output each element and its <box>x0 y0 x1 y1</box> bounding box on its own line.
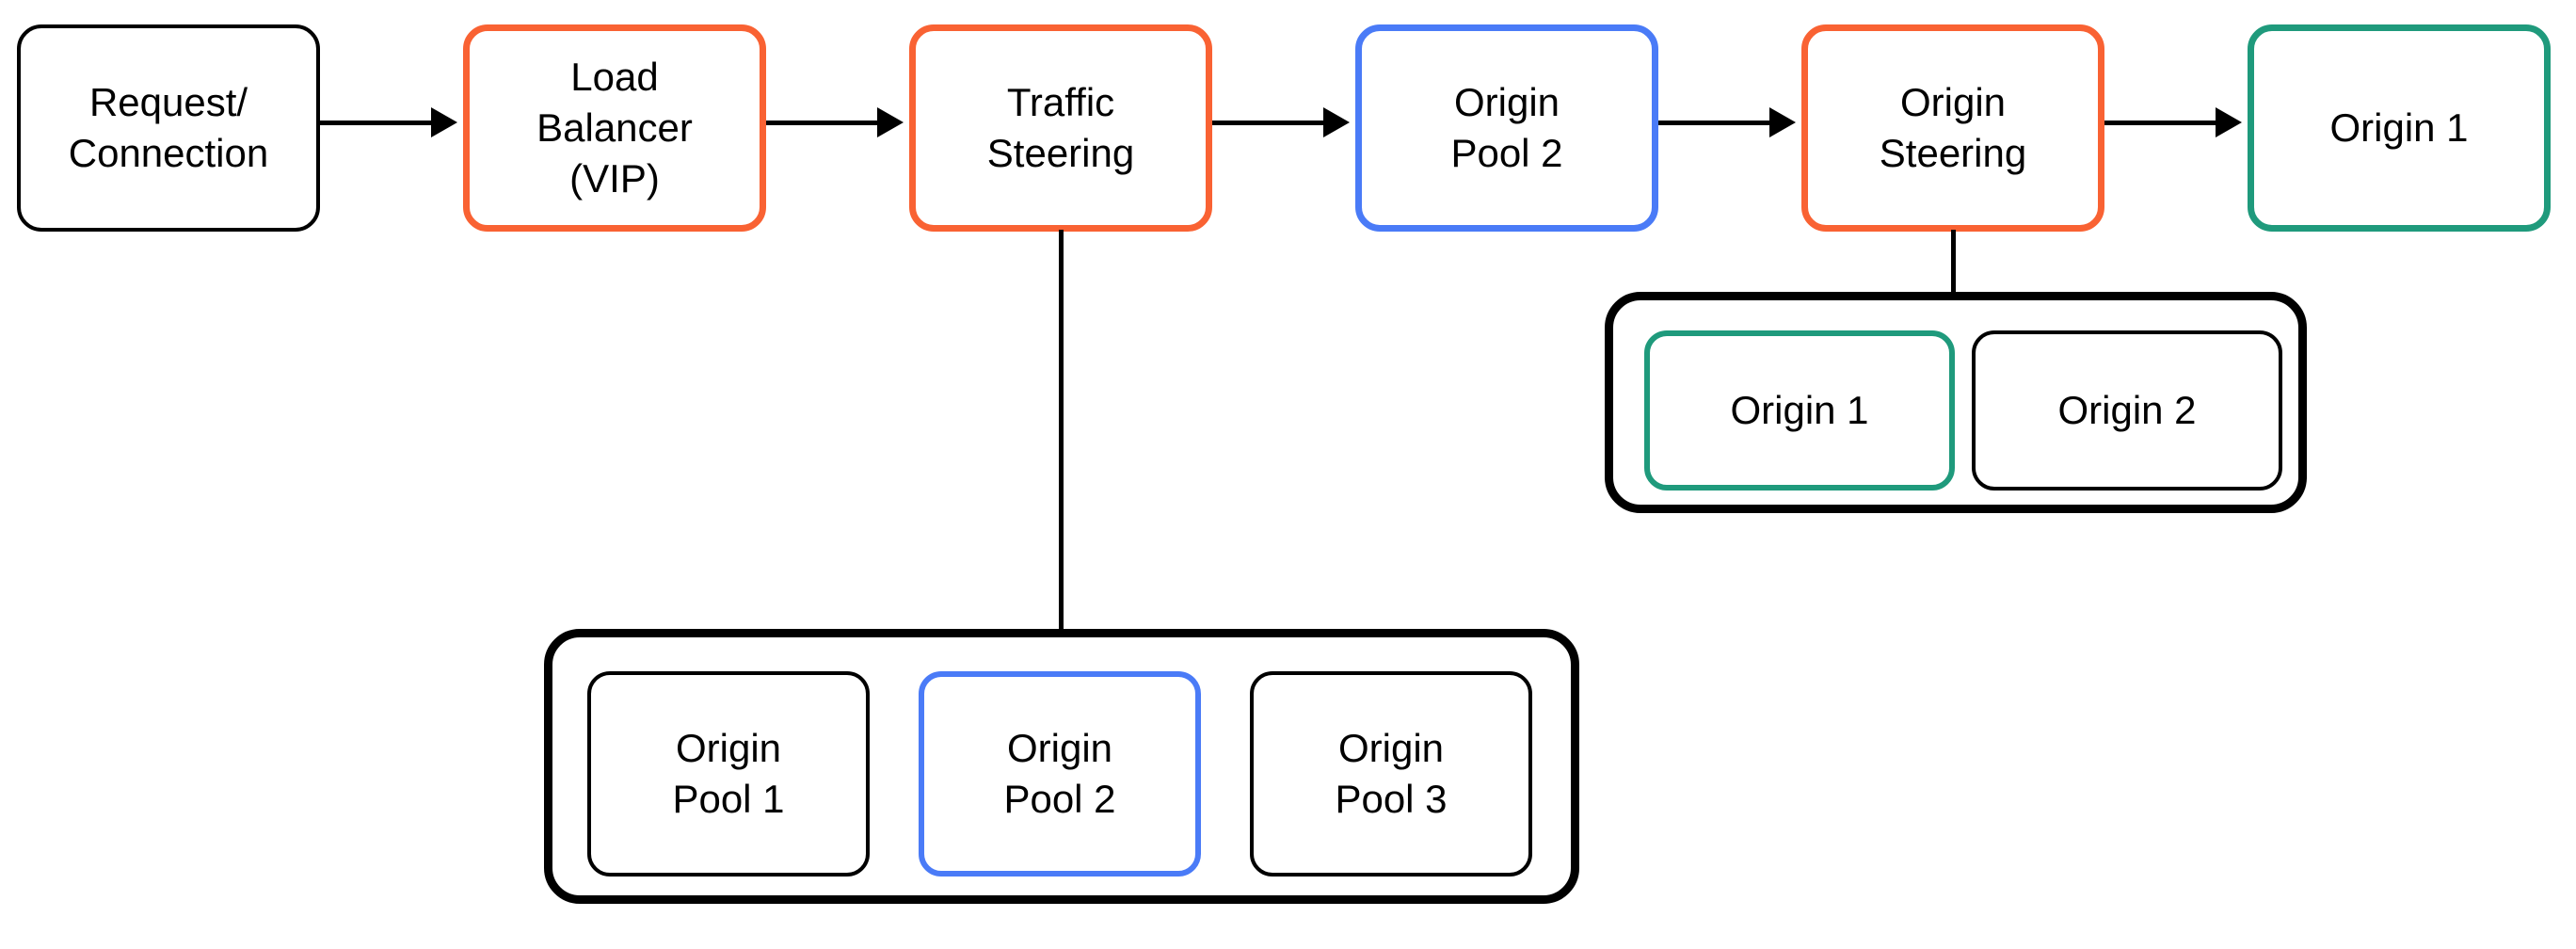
pool-label: Origin 1 <box>1730 388 1869 433</box>
arrowhead-origin-pool-2-to-origin-steering <box>1769 107 1796 137</box>
edge-load-balancer-to-traffic-steering <box>766 121 881 125</box>
origin-group-item-origin-1[interactable]: Origin 1 <box>1644 330 1955 491</box>
edge-request-to-load-balancer <box>320 121 435 125</box>
node-label: Origin Pool 2 <box>1450 80 1563 175</box>
origin-group: Origin 1 Origin 2 <box>1605 292 2307 513</box>
origin-pool-group-item-pool-3[interactable]: Origin Pool 3 <box>1250 671 1532 877</box>
origin-pool-group-item-pool-2[interactable]: Origin Pool 2 <box>919 671 1201 877</box>
node-origin-1[interactable]: Origin 1 <box>2248 24 2551 232</box>
pool-label: Origin Pool 2 <box>1003 726 1116 821</box>
edge-traffic-steering-to-pool-group <box>1059 230 1064 635</box>
origin-pool-group-item-pool-1[interactable]: Origin Pool 1 <box>587 671 870 877</box>
origin-pool-group: Origin Pool 1 Origin Pool 2 Origin Pool … <box>544 629 1579 904</box>
pool-label: Origin 2 <box>2057 388 2197 433</box>
arrowhead-load-balancer-to-traffic-steering <box>877 107 904 137</box>
pool-label: Origin Pool 1 <box>672 726 785 821</box>
arrowhead-request-to-load-balancer <box>431 107 457 137</box>
arrowhead-traffic-steering-to-origin-pool-2 <box>1323 107 1350 137</box>
node-label: Load Balancer (VIP) <box>536 55 693 201</box>
edge-origin-steering-to-origin-1 <box>2104 121 2219 125</box>
node-request-connection[interactable]: Request/ Connection <box>17 24 320 232</box>
node-label: Origin 1 <box>2329 105 2469 151</box>
node-traffic-steering[interactable]: Traffic Steering <box>909 24 1212 232</box>
node-label: Traffic Steering <box>986 80 1135 175</box>
edge-origin-pool-2-to-origin-steering <box>1658 121 1773 125</box>
node-origin-pool-2[interactable]: Origin Pool 2 <box>1355 24 1658 232</box>
arrowhead-origin-steering-to-origin-1 <box>2216 107 2242 137</box>
edge-traffic-steering-to-origin-pool-2 <box>1212 121 1327 125</box>
edge-origin-steering-to-origin-group <box>1951 230 1956 299</box>
node-origin-steering[interactable]: Origin Steering <box>1801 24 2104 232</box>
node-label: Request/ Connection <box>68 80 269 175</box>
node-label: Origin Steering <box>1879 80 2027 175</box>
origin-group-item-origin-2[interactable]: Origin 2 <box>1972 330 2282 491</box>
node-load-balancer[interactable]: Load Balancer (VIP) <box>463 24 766 232</box>
pool-label: Origin Pool 3 <box>1335 726 1448 821</box>
